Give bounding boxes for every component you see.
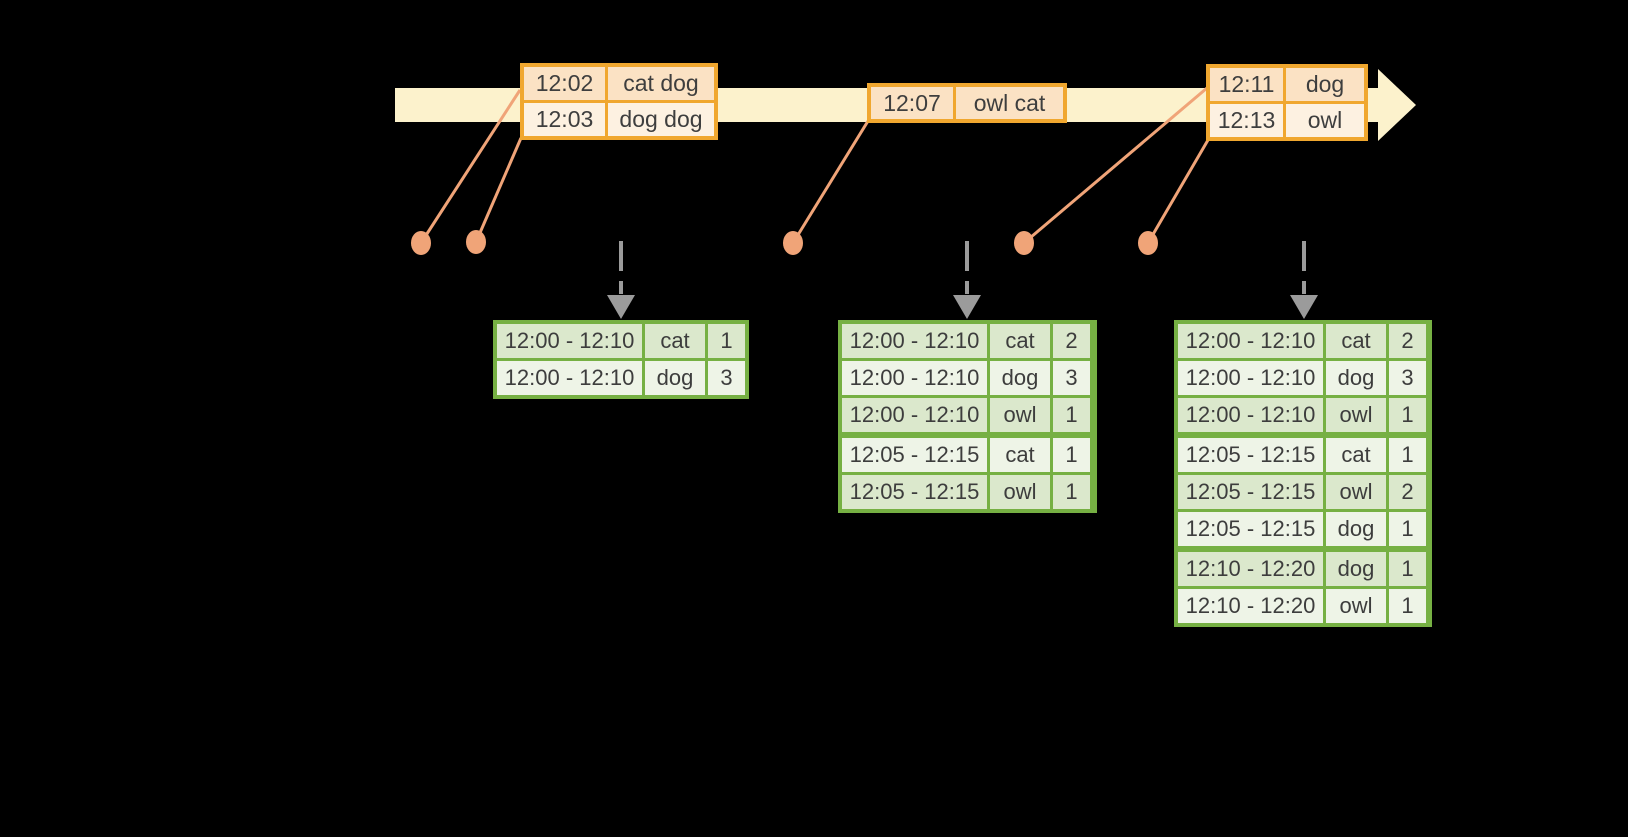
count-cell: 1	[1389, 512, 1426, 546]
result-table-1: 12:00 - 12:10 cat 1 12:00 - 12:10 dog 3	[493, 320, 749, 399]
word-cell: dog	[1326, 361, 1386, 395]
event-time: 12:07	[871, 87, 953, 119]
table-row: 12:05 - 12:15 cat 1	[842, 438, 1093, 472]
result-table-3: 12:00 - 12:10 cat 2 12:00 - 12:10 dog 3 …	[1174, 320, 1432, 627]
window-cell: 12:05 - 12:15	[1178, 438, 1323, 472]
word-cell: dog	[645, 361, 705, 395]
word-cell: dog	[990, 361, 1050, 395]
trigger-arrows	[607, 241, 1318, 319]
word-cell: cat	[990, 324, 1050, 358]
event-words: owl	[1286, 104, 1364, 137]
window-cell: 12:00 - 12:10	[1178, 324, 1323, 358]
event-time: 12:11	[1210, 68, 1283, 101]
count-cell: 1	[1053, 475, 1090, 509]
count-cell: 1	[1053, 438, 1090, 472]
event-dot	[1014, 231, 1034, 255]
word-cell: owl	[1326, 589, 1386, 623]
word-cell: cat	[1326, 438, 1386, 472]
window-cell: 12:05 - 12:15	[1178, 475, 1323, 509]
window-cell: 12:00 - 12:10	[497, 324, 642, 358]
count-cell: 1	[1389, 589, 1426, 623]
event-dot	[466, 230, 486, 254]
event-dot	[1138, 231, 1158, 255]
table-row: 12:05 - 12:15 owl 1	[842, 475, 1093, 509]
word-cell: dog	[1326, 512, 1386, 546]
event-time: 12:03	[524, 103, 605, 136]
event-row: 12:13 owl	[1210, 104, 1364, 137]
word-cell: owl	[990, 475, 1050, 509]
count-cell: 1	[1389, 398, 1426, 432]
count-cell: 1	[1389, 438, 1426, 472]
word-cell: owl	[1326, 398, 1386, 432]
window-cell: 12:05 - 12:15	[842, 438, 987, 472]
word-cell: dog	[1326, 552, 1386, 586]
event-words: cat dog	[608, 67, 714, 100]
table-row: 12:00 - 12:10 cat 2	[842, 324, 1093, 358]
count-cell: 1	[1389, 552, 1426, 586]
count-cell: 1	[708, 324, 745, 358]
event-words: dog dog	[608, 103, 714, 136]
count-cell: 3	[708, 361, 745, 395]
window-cell: 12:00 - 12:10	[497, 361, 642, 395]
count-cell: 3	[1389, 361, 1426, 395]
down-arrow-icon	[953, 241, 981, 319]
window-cell: 12:00 - 12:10	[842, 398, 987, 432]
event-table-2: 12:07 owl cat	[867, 83, 1067, 123]
window-cell: 12:00 - 12:10	[842, 324, 987, 358]
event-row: 12:03 dog dog	[524, 103, 714, 136]
event-dot	[411, 231, 431, 255]
event-words: dog	[1286, 68, 1364, 101]
table-row: 12:05 - 12:15 owl 2	[1178, 475, 1428, 509]
down-arrow-icon	[1290, 241, 1318, 319]
event-time: 12:13	[1210, 104, 1283, 137]
event-dot	[783, 231, 803, 255]
table-row: 12:05 - 12:15 dog 1	[1178, 512, 1428, 546]
count-cell: 2	[1389, 324, 1426, 358]
event-row: 12:11 dog	[1210, 68, 1364, 101]
count-cell: 3	[1053, 361, 1090, 395]
event-row: 12:07 owl cat	[871, 87, 1063, 119]
down-arrow-icon	[607, 241, 635, 319]
window-cell: 12:05 - 12:15	[1178, 512, 1323, 546]
event-dots	[411, 230, 1158, 255]
word-cell: owl	[1326, 475, 1386, 509]
table-row: 12:00 - 12:10 cat 2	[1178, 324, 1428, 358]
count-cell: 2	[1053, 324, 1090, 358]
table-row: 12:00 - 12:10 cat 1	[497, 324, 745, 358]
word-cell: cat	[990, 438, 1050, 472]
window-cell: 12:10 - 12:20	[1178, 589, 1323, 623]
table-row: 12:00 - 12:10 dog 3	[1178, 361, 1428, 395]
table-row: 12:00 - 12:10 owl 1	[842, 398, 1093, 432]
word-cell: owl	[990, 398, 1050, 432]
event-table-1: 12:02 cat dog 12:03 dog dog	[520, 63, 718, 140]
table-row: 12:00 - 12:10 owl 1	[1178, 398, 1428, 432]
table-row: 12:10 - 12:20 owl 1	[1178, 589, 1428, 623]
window-cell: 12:10 - 12:20	[1178, 552, 1323, 586]
window-cell: 12:00 - 12:10	[1178, 398, 1323, 432]
window-cell: 12:05 - 12:15	[842, 475, 987, 509]
table-row: 12:10 - 12:20 dog 1	[1178, 552, 1428, 586]
result-table-2: 12:00 - 12:10 cat 2 12:00 - 12:10 dog 3 …	[838, 320, 1097, 513]
window-cell: 12:00 - 12:10	[1178, 361, 1323, 395]
table-row: 12:05 - 12:15 cat 1	[1178, 438, 1428, 472]
table-row: 12:00 - 12:10 dog 3	[842, 361, 1093, 395]
table-row: 12:00 - 12:10 dog 3	[497, 361, 745, 395]
word-cell: cat	[645, 324, 705, 358]
event-time: 12:02	[524, 67, 605, 100]
count-cell: 1	[1053, 398, 1090, 432]
window-cell: 12:00 - 12:10	[842, 361, 987, 395]
word-cell: cat	[1326, 324, 1386, 358]
count-cell: 2	[1389, 475, 1426, 509]
event-row: 12:02 cat dog	[524, 67, 714, 100]
event-words: owl cat	[956, 87, 1063, 119]
event-connector-lines	[419, 86, 1210, 245]
event-table-3: 12:11 dog 12:13 owl	[1206, 64, 1368, 141]
